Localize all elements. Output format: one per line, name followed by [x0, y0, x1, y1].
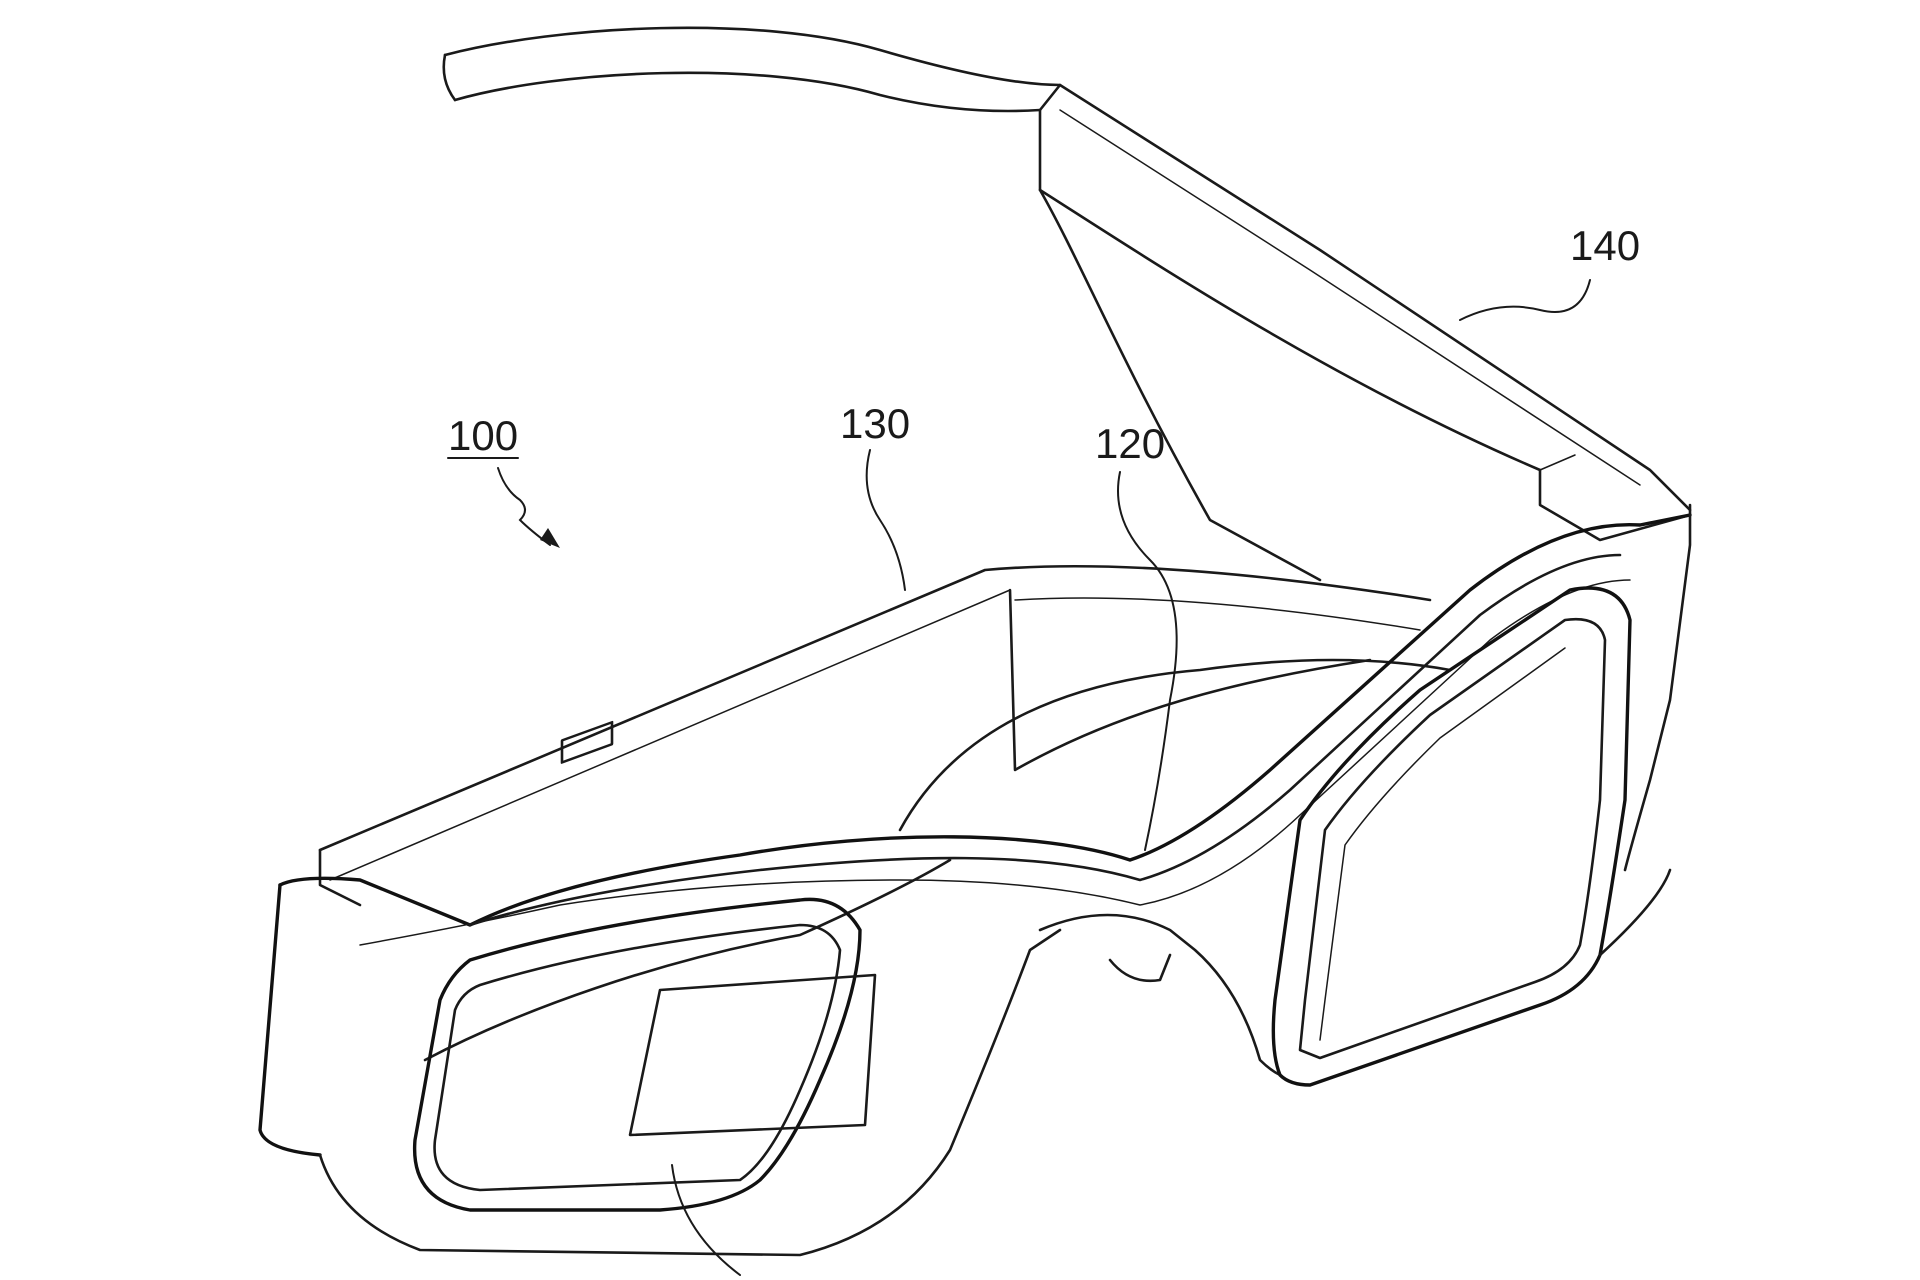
display-window	[628, 973, 877, 1137]
sensor-block	[560, 720, 614, 764]
side-housing	[318, 564, 1452, 1062]
reference-100: 100	[447, 412, 560, 548]
reference-140: 140	[1459, 222, 1640, 321]
temple-arm	[442, 26, 1692, 582]
front-frame	[258, 513, 1692, 1257]
ref-label-120: 120	[1095, 420, 1165, 467]
reference-display-leader	[671, 1164, 741, 1276]
ref-label-130: 130	[840, 400, 910, 447]
reference-120: 120	[1095, 420, 1178, 851]
ref-label-100: 100	[448, 412, 518, 459]
reference-130: 130	[840, 400, 910, 591]
ref-label-140: 140	[1570, 222, 1640, 269]
